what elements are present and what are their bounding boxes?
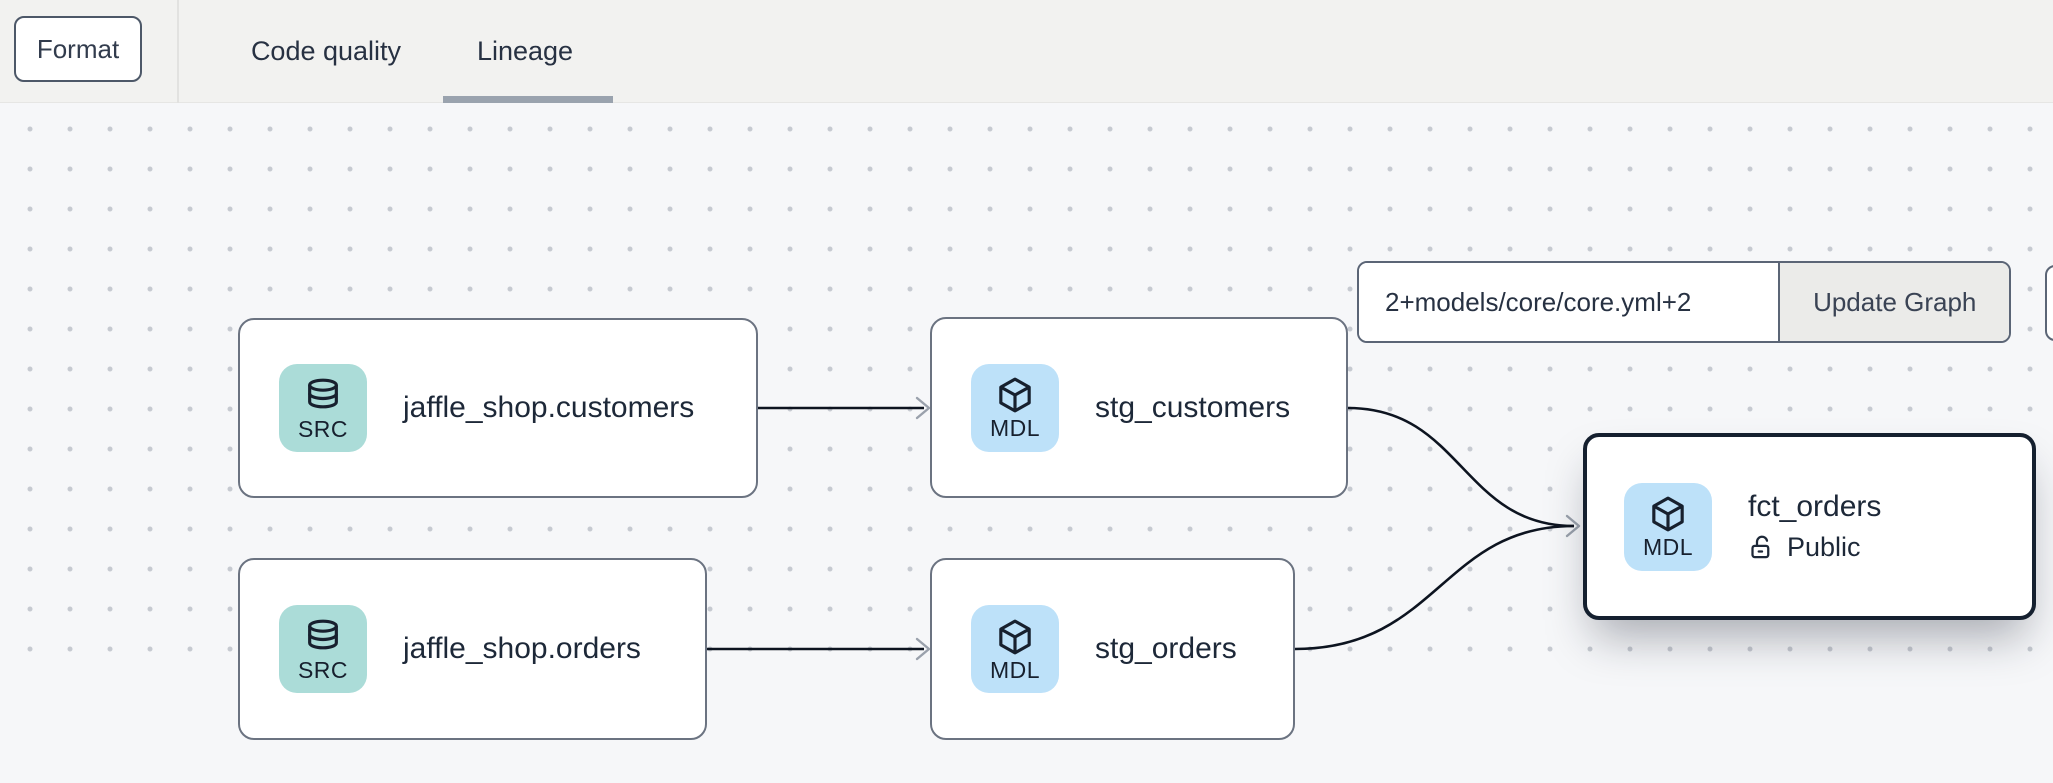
lineage-selector-input[interactable] — [1359, 263, 1779, 341]
badge-label: MDL — [989, 656, 1041, 683]
database-icon — [308, 378, 338, 408]
model-badge: MDL — [971, 363, 1059, 452]
format-button[interactable]: Format — [14, 16, 142, 82]
edge-stgorders-to-fct — [1294, 524, 1575, 651]
tab-code-quality[interactable]: Code quality — [250, 36, 402, 66]
lineage-selector-group: Update Graph — [1357, 261, 2011, 343]
clipped-right-button[interactable] — [2045, 265, 2053, 341]
cube-icon — [1652, 496, 1684, 532]
arrowhead-icon — [915, 637, 931, 661]
model-badge: MDL — [971, 605, 1059, 693]
node-label: stg_orders — [1095, 632, 1237, 665]
badge-label: SRC — [297, 656, 349, 683]
source-badge: SRC — [279, 364, 367, 452]
arrowhead-icon — [1565, 514, 1581, 538]
badge-label: MDL — [989, 415, 1041, 441]
lineage-canvas[interactable]: SRC jaffle_shop.customers MDL stg_custom… — [0, 103, 2053, 740]
node-label: jaffle_shop.orders — [403, 632, 641, 665]
access-row: Public — [1748, 532, 1881, 563]
active-tab-indicator — [443, 96, 613, 103]
arrowhead-icon — [915, 396, 931, 420]
edge-stgcustomers-to-fct — [1347, 406, 1575, 528]
toolbar-divider — [177, 0, 179, 103]
badge-label: SRC — [297, 415, 349, 442]
node-stg-customers[interactable]: MDL stg_customers — [930, 317, 1348, 498]
model-badge: MDL — [1624, 482, 1712, 571]
update-graph-button[interactable]: Update Graph — [1778, 263, 2009, 341]
cube-icon — [999, 619, 1031, 654]
cube-icon — [999, 377, 1031, 413]
node-jaffle-shop-orders[interactable]: SRC jaffle_shop.orders — [238, 558, 707, 740]
node-label: stg_customers — [1095, 390, 1291, 424]
source-badge: SRC — [279, 605, 367, 693]
node-label: fct_orders — [1748, 490, 1882, 523]
node-fct-orders[interactable]: MDL fct_orders Public — [1583, 433, 2036, 620]
node-label: jaffle_shop.customers — [403, 391, 695, 424]
node-jaffle-shop-customers[interactable]: SRC jaffle_shop.customers — [238, 318, 758, 498]
toolbar: Format Code quality Lineage — [0, 0, 2053, 103]
lock-open-icon — [1751, 535, 1770, 559]
node-stg-orders[interactable]: MDL stg_orders — [930, 558, 1295, 740]
badge-label: MDL — [1642, 534, 1694, 560]
tab-lineage[interactable]: Lineage — [476, 36, 574, 66]
database-icon — [308, 619, 338, 649]
access-label: Public — [1787, 532, 1861, 562]
